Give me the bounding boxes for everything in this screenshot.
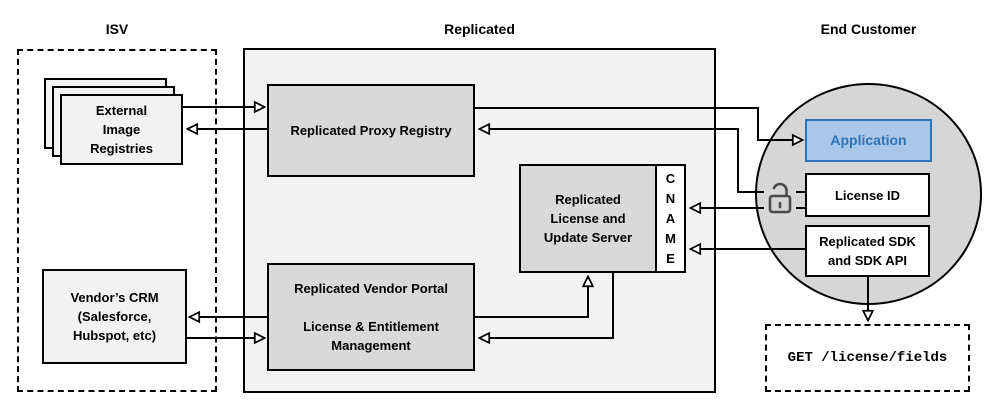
unlock-icon: [764, 178, 796, 218]
license-api-request-label: GET /license/fields: [787, 350, 948, 366]
license-update-server-box: Replicated License and Update Server: [519, 164, 657, 273]
end-customer-section-title: End Customer: [820, 21, 917, 37]
external-image-registries-box: External Image Registries: [60, 94, 183, 165]
cname-strip: CNAME: [655, 164, 686, 273]
license-id-box: License ID: [805, 173, 930, 217]
replicated-section-title: Replicated: [444, 21, 515, 37]
application-box: Application: [805, 119, 932, 162]
vendor-portal-box: Replicated Vendor Portal License & Entit…: [267, 263, 475, 371]
proxy-registry-box: Replicated Proxy Registry: [267, 84, 475, 177]
sdk-box: Replicated SDK and SDK API: [805, 225, 930, 277]
license-api-request-box: [765, 324, 970, 392]
vendor-crm-box: Vendor’s CRM (Salesforce, Hubspot, etc): [42, 269, 187, 364]
isv-section-title: ISV: [105, 21, 129, 37]
